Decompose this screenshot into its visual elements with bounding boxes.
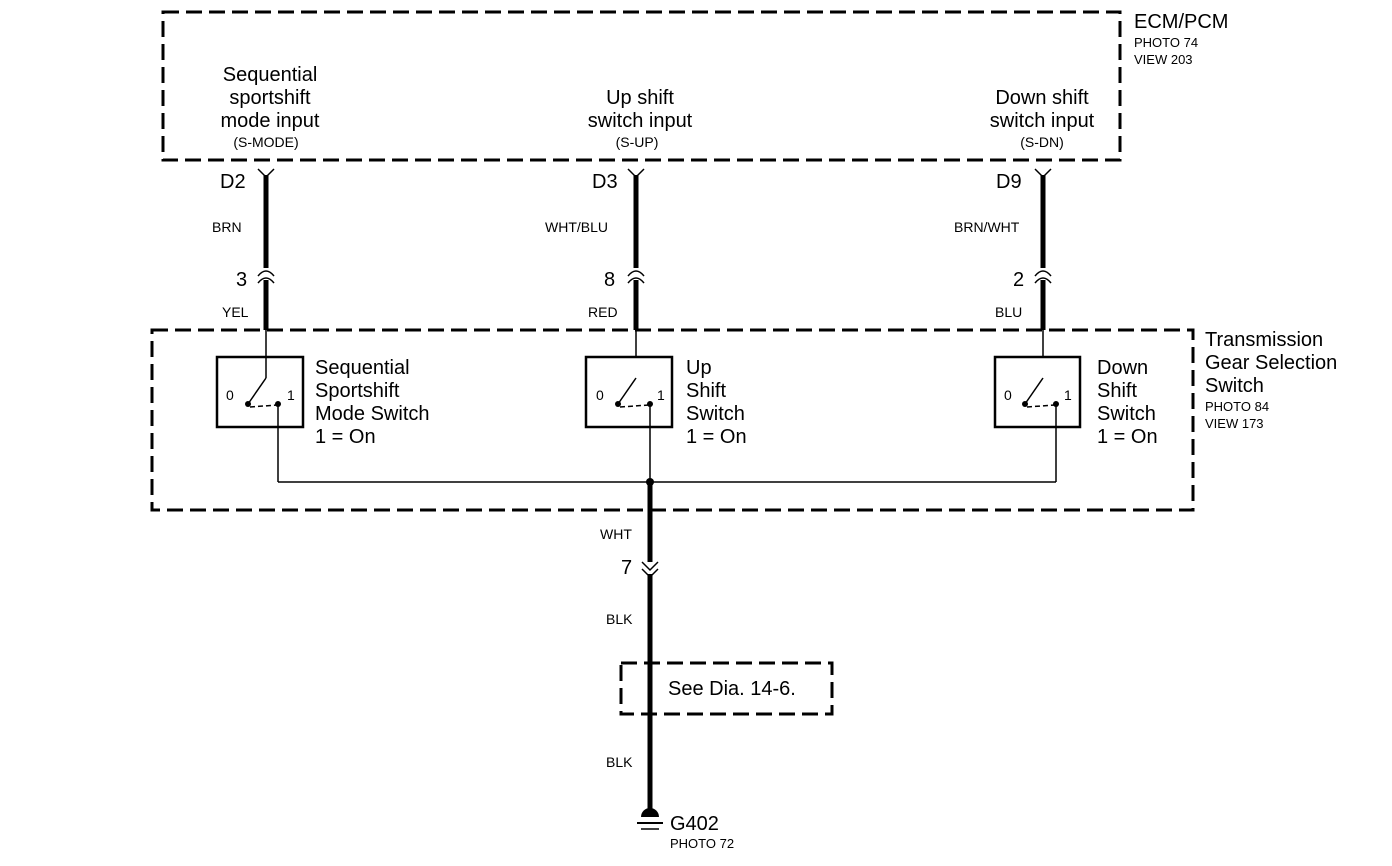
switch-state: 1 = On — [315, 426, 376, 448]
circuit-s-up: D3 WHT/BLU 8 RED — [545, 168, 645, 330]
switch-link — [1026, 404, 1056, 408]
input-label-line3: mode input — [221, 110, 320, 132]
switch-blade — [247, 377, 267, 405]
reference-box — [619, 661, 834, 716]
ground-icon — [637, 808, 663, 830]
switch-sportshift-mode: 0 1 Sequential Sportshift Mode Switch 1 … — [215, 330, 430, 482]
wire-upper-color: BRN/WHT — [954, 219, 1020, 235]
tgs-module: Transmission Gear Selection Switch PHOTO… — [150, 328, 1337, 512]
switch-label-line1: Down — [1097, 357, 1148, 379]
input-label-line1: Up shift — [606, 87, 674, 109]
switch-link — [619, 404, 650, 408]
switch-label-line2: Shift — [686, 380, 726, 402]
circuit-s-mode: D2 BRN 3 YEL — [212, 168, 275, 330]
wire-lower-color: YEL — [222, 304, 249, 320]
switch-blade — [617, 377, 637, 405]
switch-label-line2: Sportshift — [315, 380, 400, 402]
position-1-label: 1 — [1064, 387, 1072, 403]
tgs-name-line1: Transmission — [1205, 329, 1323, 351]
ecm-input-s-dn: Down shift switch input (S-DN) — [990, 87, 1095, 150]
ecm-pcm-module: ECM/PCM PHOTO 74 VIEW 203 Sequential spo… — [161, 10, 1228, 162]
ground-photo: PHOTO 72 — [670, 836, 734, 851]
position-1-label: 1 — [287, 387, 295, 403]
ecm-input-s-up: Up shift switch input (S-UP) — [588, 87, 693, 150]
switch-link — [249, 404, 278, 408]
tgs-name-line2: Gear Selection — [1205, 352, 1337, 374]
switch-box — [584, 355, 674, 429]
input-label-line2: switch input — [990, 110, 1095, 132]
connector-7-label: 7 — [621, 557, 632, 579]
ground-path: WHT 7 BLK See Dia. 14-6. BLK G402 PHOTO … — [600, 482, 834, 851]
input-code: (S-MODE) — [233, 134, 298, 150]
connector-symbol — [257, 270, 275, 284]
switch-state: 1 = On — [686, 426, 747, 448]
tgs-photo: PHOTO 84 — [1205, 399, 1269, 414]
position-1-label: 1 — [657, 387, 665, 403]
switch-down-shift: 0 1 Down Shift Switch 1 = On — [993, 330, 1158, 482]
switch-state: 1 = On — [1097, 426, 1158, 448]
contact-0 — [245, 401, 251, 407]
wire-lower-color: RED — [588, 304, 618, 320]
ecm-pcm-name: ECM/PCM — [1134, 11, 1228, 33]
input-label-line1: Down shift — [995, 87, 1089, 109]
switch-up-shift: 0 1 Up Shift Switch 1 = On — [584, 330, 747, 482]
switch-box — [993, 355, 1082, 429]
wire-blk-upper-label: BLK — [606, 611, 633, 627]
input-label-line2: sportshift — [229, 87, 311, 109]
tgs-view: VIEW 173 — [1205, 416, 1264, 431]
input-label-line1: Sequential — [223, 64, 318, 86]
circuit-s-dn: D9 BRN/WHT 2 BLU — [954, 168, 1052, 330]
switch-label-line3: Mode Switch — [315, 403, 430, 425]
switch-blade — [1024, 377, 1044, 405]
ecm-input-s-mode: Sequential sportshift mode input (S-MODE… — [221, 64, 320, 150]
connector-pin-label: 8 — [604, 269, 615, 291]
ecm-pin-label: D9 — [996, 171, 1022, 193]
position-0-label: 0 — [1004, 387, 1012, 403]
tgs-boundary — [150, 328, 1195, 512]
switch-label-line3: Switch — [1097, 403, 1156, 425]
connector-symbol — [627, 270, 645, 284]
connector-symbol — [1034, 270, 1052, 284]
switch-label-line1: Up — [686, 357, 712, 379]
connector-pin-label: 3 — [236, 269, 247, 291]
ecm-pin-label: D2 — [220, 171, 246, 193]
switch-box — [215, 355, 305, 429]
ecm-pcm-view: VIEW 203 — [1134, 52, 1193, 67]
wire-blk-lower-label: BLK — [606, 754, 633, 770]
wire-upper-color: WHT/BLU — [545, 219, 608, 235]
input-label-line2: switch input — [588, 110, 693, 132]
reference-text: See Dia. 14-6. — [668, 678, 796, 700]
connector-pin-label: 2 — [1013, 269, 1024, 291]
position-0-label: 0 — [226, 387, 234, 403]
position-0-label: 0 — [596, 387, 604, 403]
input-code: (S-DN) — [1020, 134, 1064, 150]
contact-0 — [615, 401, 621, 407]
input-code: (S-UP) — [616, 134, 659, 150]
wire-lower-color: BLU — [995, 304, 1022, 320]
wire-wht-label: WHT — [600, 526, 632, 542]
reference-text-bg — [660, 673, 826, 705]
tgs-name-line3: Switch — [1205, 375, 1264, 397]
switch-label-line1: Sequential — [315, 357, 410, 379]
ground-name: G402 — [670, 813, 719, 835]
contact-0 — [1022, 401, 1028, 407]
wire-upper-color: BRN — [212, 219, 242, 235]
switch-label-line3: Switch — [686, 403, 745, 425]
switch-label-line2: Shift — [1097, 380, 1137, 402]
ecm-pin-label: D3 — [592, 171, 618, 193]
ecm-pcm-photo: PHOTO 74 — [1134, 35, 1198, 50]
